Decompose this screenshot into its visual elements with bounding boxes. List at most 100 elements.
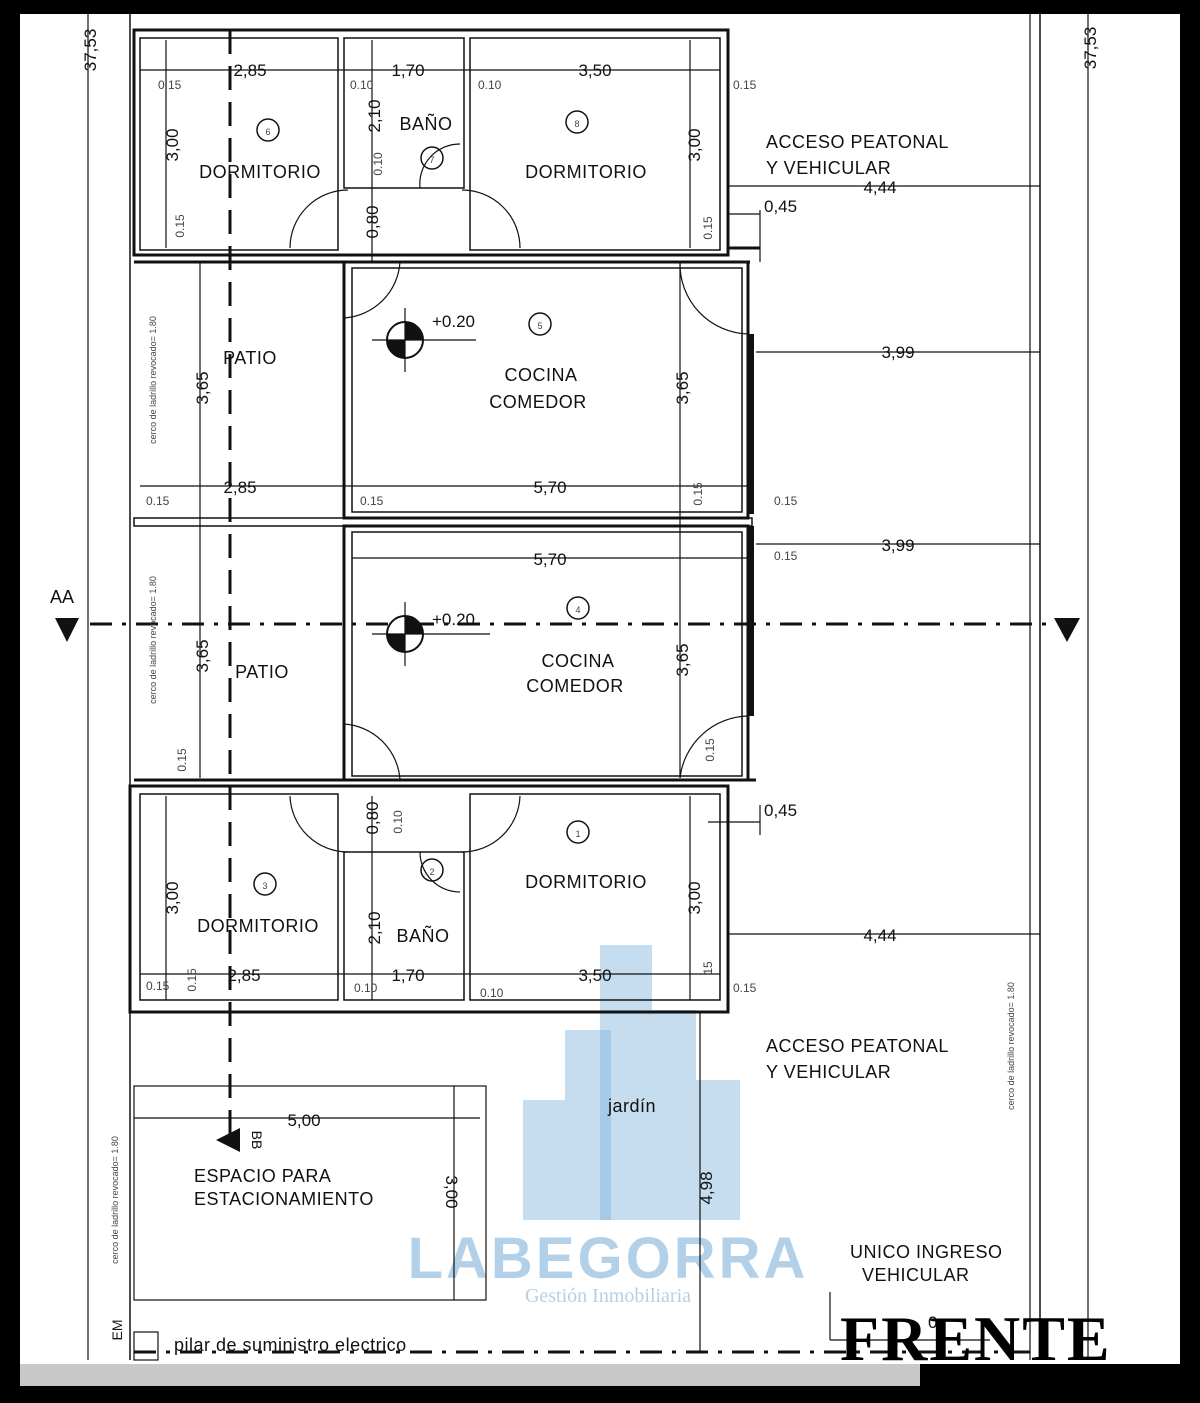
thk-m3: 0.15 — [691, 482, 705, 506]
dim-side-3-99-bottom: 3,99 — [881, 536, 914, 555]
dim-bottom-1-70: 1,70 — [391, 966, 424, 985]
room-2-number: 2 — [429, 867, 434, 877]
top-unit-walls — [132, 28, 761, 527]
dim-side-3-99-top: 3,99 — [881, 343, 914, 362]
room-number-circles — [253, 110, 590, 896]
room-3-label: DORMITORIO — [197, 916, 319, 936]
patio-bottom-label: PATIO — [235, 662, 289, 682]
dim-side-top-0-45: 0,45 — [764, 197, 797, 216]
fence-label-3: cerco de ladrillo revocado= 1.80 — [110, 1136, 120, 1264]
dim-door-top-0-80: 0,80 — [363, 205, 382, 238]
garden-label: jardín — [607, 1096, 656, 1116]
room-4-number: 4 — [575, 605, 580, 615]
dim-r6-3-00: 3,00 — [163, 128, 182, 161]
fence-label-4: cerco de ladrillo revocado= 1.80 — [1006, 982, 1016, 1110]
dim-bottom-2-85: 2,85 — [227, 966, 260, 985]
access-bottom-line2: Y VEHICULAR — [766, 1062, 891, 1082]
fence-label-1: cerco de ladrillo revocado= 1.80 — [148, 316, 158, 444]
room-6-label: DORMITORIO — [199, 162, 321, 182]
em-label: EM — [109, 1320, 125, 1341]
thk-b1: 0.15 — [146, 979, 170, 993]
section-arrow-left — [55, 618, 79, 642]
dim-parking-3-00: 3,00 — [442, 1175, 461, 1208]
vehicle-entry-line1: UNICO INGRESO — [850, 1242, 1003, 1262]
thk-b5: 0.15 — [733, 981, 757, 995]
room-1-label: DORMITORIO — [525, 872, 647, 892]
dim-door-bottom-0-80: 0,80 — [363, 801, 382, 834]
thk-m1: 0.15 — [146, 494, 170, 508]
dim-patio-bottom-3-65: 3,65 — [193, 639, 212, 672]
dim-side-bottom-0-45: 0,45 — [764, 801, 797, 820]
thk-t4: 0.15 — [733, 78, 757, 92]
room-5-number: 5 — [537, 321, 542, 331]
dim-r8-3-00: 3,00 — [685, 128, 704, 161]
room-8-label: DORMITORIO — [525, 162, 647, 182]
parking-label-2: ESTACIONAMIENTO — [194, 1189, 374, 1209]
dim-patio-2-85: 2,85 — [223, 478, 256, 497]
room-3-number: 3 — [262, 881, 267, 891]
room-4-label-1: COCINA — [541, 651, 614, 671]
electric-pillar-label: pilar de suministro electrico — [174, 1335, 407, 1355]
dim-r4-5-70: 5,70 — [533, 550, 566, 569]
bathroom-bottom-label: BAÑO — [396, 925, 449, 946]
front-label: FRENTE — [840, 1303, 1112, 1374]
thk-t6: 0.15 — [701, 216, 715, 240]
thk-t5: 0.15 — [173, 214, 187, 238]
dim-bath-top-2-10: 2,10 — [365, 99, 384, 132]
doors — [289, 143, 749, 893]
bathroom-top-label: BAÑO — [399, 113, 452, 134]
thk-bath-top: 0.10 — [371, 152, 385, 176]
thk-t3: 0.10 — [478, 78, 502, 92]
bottom-unit-walls — [128, 524, 756, 1014]
dim-r5-3-65: 3,65 — [673, 371, 692, 404]
thk-door-bottom: 0.10 — [391, 810, 405, 834]
thk-b0r: 0.15 — [703, 738, 717, 762]
thk-b1b: 0.15 — [185, 968, 199, 992]
dim-total-right: 37,53 — [1081, 27, 1100, 70]
thk-m5: 0.15 — [774, 549, 798, 563]
thk-t2: 0.10 — [350, 78, 374, 92]
thk-m4: 0.15 — [774, 494, 798, 508]
room-8-number: 8 — [574, 119, 579, 129]
dim-garden-4-98: 4,98 — [697, 1171, 716, 1204]
access-top-line1: ACCESO PEATONAL — [766, 132, 949, 152]
dim-r5-5-70: 5,70 — [533, 478, 566, 497]
fence-label-2: cerco de ladrillo revocado= 1.80 — [148, 576, 158, 704]
dim-parking-5-00: 5,00 — [287, 1111, 320, 1130]
thk-b3: 0.10 — [480, 986, 504, 1000]
parking-space — [133, 1085, 487, 1301]
scrollbar-track — [20, 1364, 920, 1386]
watermark-tagline: Gestión Inmobiliaria — [525, 1285, 691, 1307]
thk-t1: 0.15 — [158, 78, 182, 92]
vehicle-entry-line2: VEHICULAR — [862, 1265, 970, 1285]
section-aa-label: AA — [50, 587, 74, 607]
dim-top-2-85: 2,85 — [233, 61, 266, 80]
dim-side-bottom-4-44: 4,44 — [863, 926, 896, 945]
access-top-line2: Y VEHICULAR — [766, 158, 891, 178]
section-bb-label: BB — [249, 1131, 265, 1150]
dim-front-gap: 0 — [928, 1313, 937, 1332]
level-r4: +0.20 — [432, 610, 475, 629]
access-bottom-line1: ACCESO PEATONAL — [766, 1036, 949, 1056]
level-r5: +0.20 — [432, 312, 475, 331]
dim-bottom-3-50: 3,50 — [578, 966, 611, 985]
dim-r1-3-00: 3,00 — [685, 881, 704, 914]
patio-top-label: PATIO — [223, 348, 277, 368]
dimension-lines — [134, 40, 1040, 1352]
thk-b2: 0.10 — [354, 981, 378, 995]
dim-total-left: 37,53 — [81, 29, 100, 72]
dim-bath-bottom-2-10: 2,10 — [365, 911, 384, 944]
level-marker-r5 — [372, 308, 476, 372]
watermark: LABEGORRA Gestión Inmobiliaria — [408, 945, 809, 1307]
level-marker-r4 — [372, 602, 490, 666]
room-7-number: 7 — [429, 155, 434, 165]
thk-b0: 0.15 — [175, 748, 189, 772]
thk-m2: 0.15 — [360, 494, 384, 508]
watermark-brand: LABEGORRA — [408, 1226, 809, 1291]
section-arrow-bb — [216, 1128, 240, 1152]
dim-side-top-4-44: 4,44 — [863, 178, 896, 197]
dim-r4-3-65: 3,65 — [673, 643, 692, 676]
dim-patio-top-3-65: 3,65 — [193, 371, 212, 404]
drawing-sheet — [20, 14, 1180, 1364]
